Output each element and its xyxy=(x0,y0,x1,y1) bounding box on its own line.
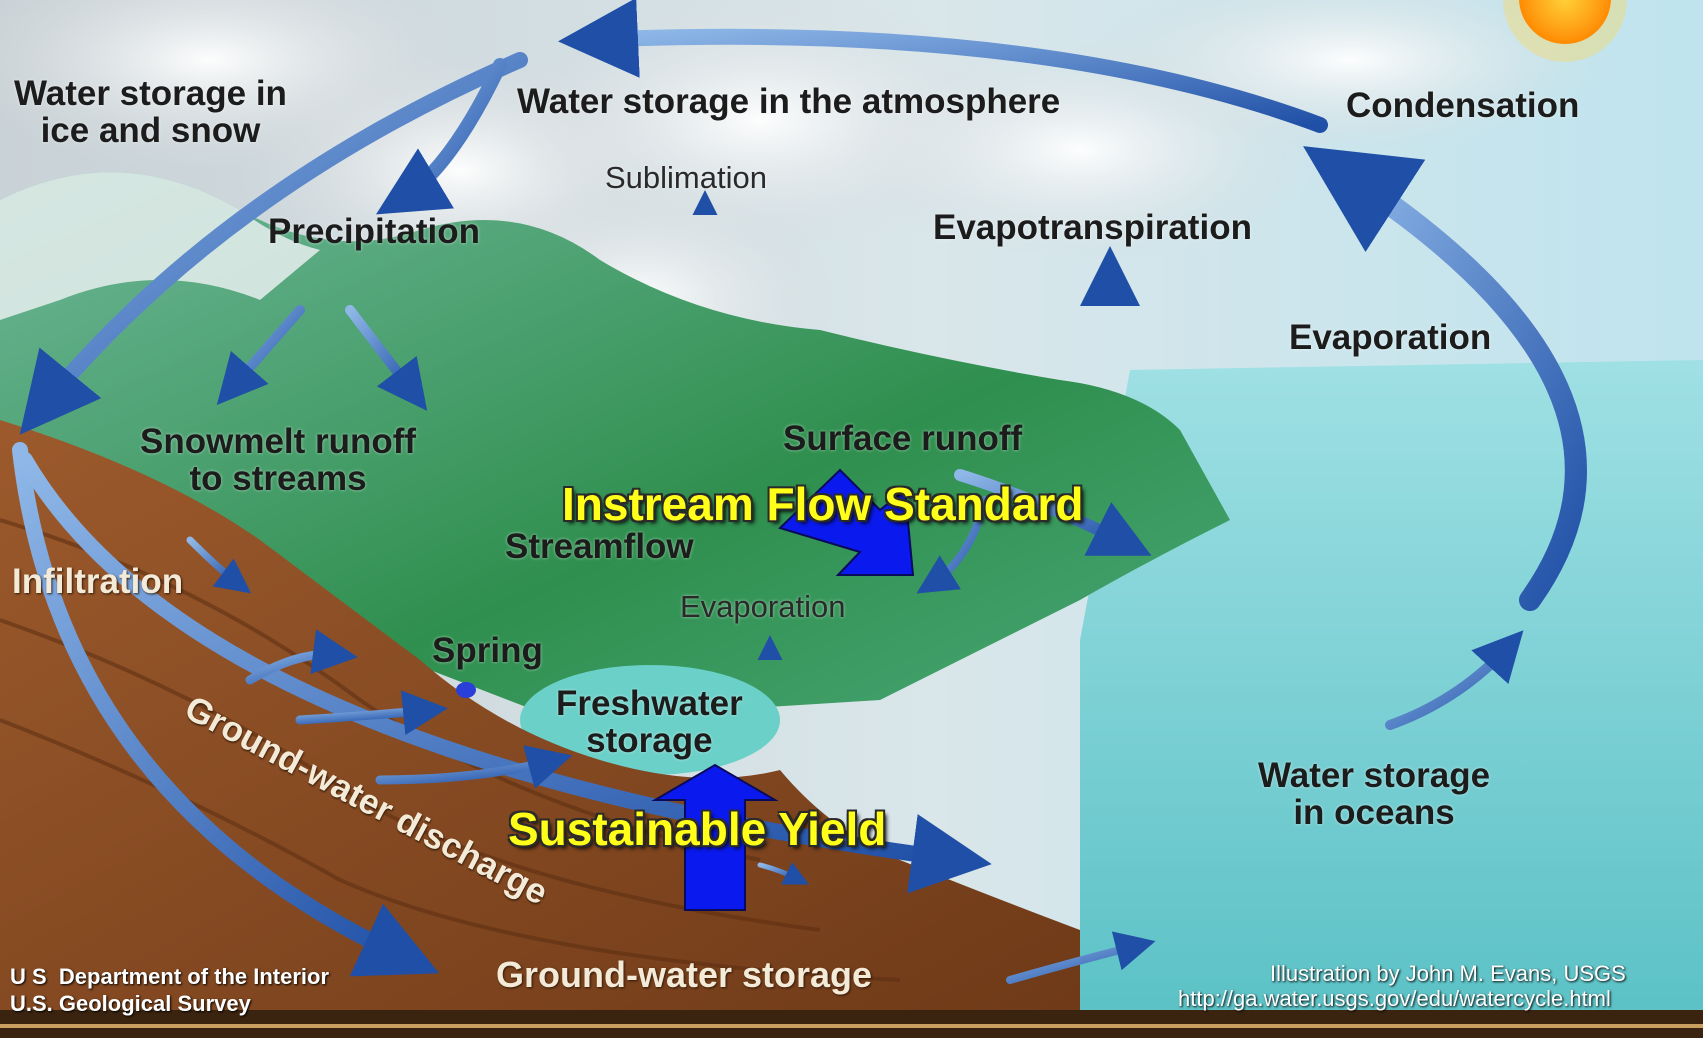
label-evapotranspiration: Evapotranspiration xyxy=(933,208,1252,247)
label-surface-runoff: Surface runoff xyxy=(783,419,1023,458)
ocean xyxy=(1080,360,1703,1010)
label-streamflow: Streamflow xyxy=(505,527,694,566)
cycle-arrows xyxy=(12,0,1587,984)
label-condensation: Condensation xyxy=(1346,86,1580,125)
credit-url: http://ga.water.usgs.gov/edu/watercycle.… xyxy=(1178,986,1611,1011)
sun-icon xyxy=(1503,0,1627,62)
label-spring: Spring xyxy=(432,631,543,670)
ground-strata xyxy=(0,518,901,982)
yield-arrow xyxy=(651,763,779,911)
instream-arrow xyxy=(778,468,915,576)
label-groundwater-storage: Ground-water storage xyxy=(496,954,873,995)
spring-icon xyxy=(456,682,476,698)
label-atmosphere: Water storage in the atmosphere xyxy=(517,82,1061,121)
label-oceans-line1: Water storage xyxy=(1258,756,1491,795)
label-snowmelt-line1: Snowmelt runoff xyxy=(140,422,417,461)
label-evaporation: Evaporation xyxy=(1289,318,1492,357)
snow-peaks xyxy=(0,172,320,320)
freshwater-lake xyxy=(520,665,780,775)
label-freshwater-line2: storage xyxy=(586,720,713,760)
credit-illustrator: Illustration by John M. Evans, USGS xyxy=(1270,961,1626,986)
credit-agency-line2: U.S. Geological Survey xyxy=(10,991,251,1016)
bottom-border xyxy=(0,1010,1703,1038)
label-precipitation: Precipitation xyxy=(268,212,480,251)
label-ice-snow: Water storage in ice and snow xyxy=(14,74,287,150)
label-snowmelt: Snowmelt runoff to streams xyxy=(140,422,417,498)
label-oceans: Water storage in oceans xyxy=(1258,756,1491,832)
label-infiltration: Infiltration xyxy=(12,562,184,601)
overlay-instream-flow-standard: Instream Flow Standard xyxy=(562,478,1084,530)
label-oceans-line2: in oceans xyxy=(1293,792,1455,832)
credit-agency-line1: U S Department of the Interior xyxy=(10,964,330,989)
label-ice-snow-line1: Water storage in xyxy=(14,74,287,113)
label-ice-snow-line2: ice and snow xyxy=(40,110,261,150)
label-sublimation: Sublimation xyxy=(605,160,767,195)
label-snowmelt-line2: to streams xyxy=(189,458,367,498)
label-freshwater-line1: Freshwater xyxy=(556,684,743,723)
ground xyxy=(0,420,1080,1010)
label-freshwater: Freshwater storage xyxy=(556,684,743,760)
label-lake-evaporation: Evaporation xyxy=(680,589,846,624)
overlay-sustainable-yield: Sustainable Yield xyxy=(508,803,887,855)
